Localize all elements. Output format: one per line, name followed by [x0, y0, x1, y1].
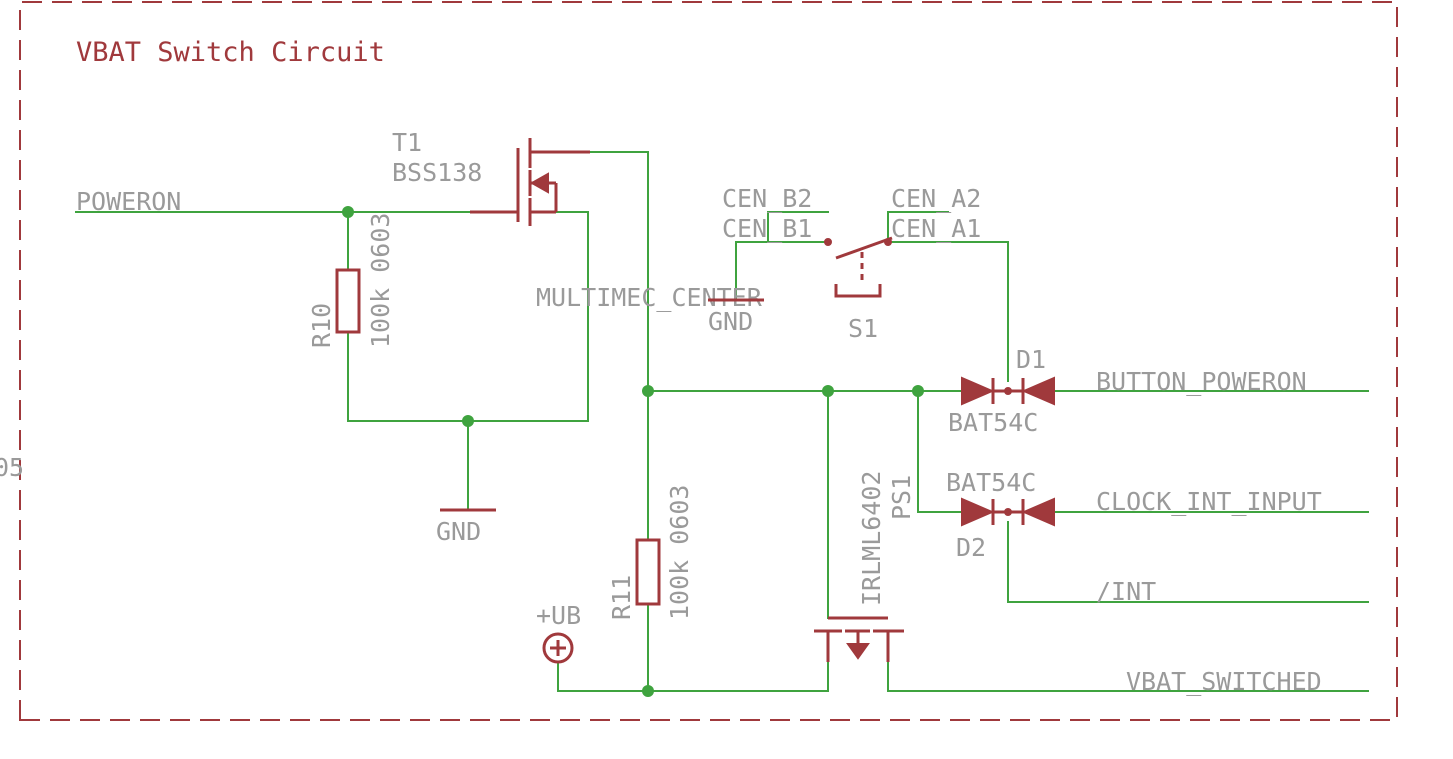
- net-clock-int-input: CLOCK_INT_INPUT: [1096, 487, 1322, 516]
- net-vbat-switched: VBAT_SWITCHED: [1126, 667, 1322, 696]
- net-multimec-center: MULTIMEC_CENTER: [536, 283, 763, 312]
- t1-mosfet-symbol: [470, 138, 590, 226]
- t1-name: T1: [392, 128, 422, 157]
- sheet-title: VBAT Switch Circuit: [76, 37, 385, 68]
- ub-label: +UB: [536, 601, 581, 630]
- d2-value: BAT54C: [946, 468, 1036, 497]
- r11-value: 100k 0603: [665, 485, 694, 620]
- edge-label: 05: [0, 453, 24, 482]
- sheet-frame: [19, 1, 1398, 721]
- s1-switch-symbol: [824, 236, 893, 298]
- ps1-name: PS1: [887, 475, 916, 520]
- s1-name: S1: [848, 314, 878, 343]
- junctions: [342, 206, 924, 697]
- net-int: /INT: [1096, 577, 1156, 606]
- r10-resistor-symbol: [335, 268, 361, 334]
- r11-name: R11: [607, 575, 636, 620]
- gnd2-label: GND: [708, 307, 753, 336]
- s1-pin-cen-b1: CEN_B1: [722, 214, 812, 243]
- r11-resistor-symbol: [635, 538, 661, 606]
- d2-diode-symbol: [961, 497, 1055, 527]
- net-button-poweron: BUTTON_POWERON: [1096, 367, 1307, 396]
- s1-pin-cen-a2: CEN_A2: [891, 184, 981, 213]
- d2-name: D2: [956, 533, 986, 562]
- net-poweron: POWERON: [76, 187, 181, 216]
- r10-value: 100k 0603: [366, 213, 395, 348]
- d1-value: BAT54C: [948, 408, 1038, 437]
- r10-name: R10: [307, 303, 336, 348]
- d1-name: D1: [1016, 345, 1046, 374]
- gnd1-label: GND: [436, 517, 481, 546]
- t1-value: BSS138: [392, 158, 482, 187]
- ps1-value: IRLML6402: [857, 471, 886, 606]
- ub-supply-symbol: [542, 632, 574, 664]
- d1-diode-symbol: [961, 376, 1055, 406]
- s1-pin-cen-a1: CEN_A1: [891, 214, 981, 243]
- wires: [75, 151, 1369, 692]
- s1-pin-cen-b2: CEN_B2: [722, 184, 812, 213]
- ps1-mosfet-symbol: [814, 616, 904, 662]
